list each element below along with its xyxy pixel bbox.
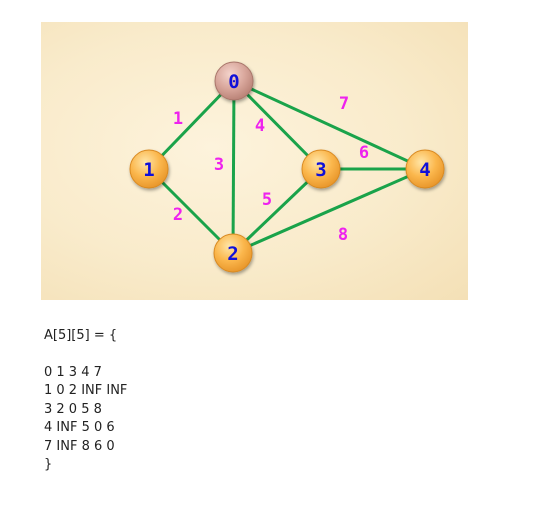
node-2: 2: [213, 233, 253, 273]
node-circle-4: [405, 149, 445, 189]
node-label-0: 0: [228, 71, 239, 93]
node-0: 0: [214, 61, 254, 101]
edge-weight-0-2: 3: [214, 155, 224, 175]
edge-weight-2-4: 8: [338, 225, 348, 245]
matrix-spacer: [44, 346, 127, 364]
edge-0-4: [233, 79, 426, 171]
edge-2-4: [232, 167, 426, 255]
edge-weight-0-1: 1: [173, 109, 183, 129]
node-3: 3: [301, 149, 341, 189]
node-label-2: 2: [227, 243, 238, 265]
matrix-footer: }: [44, 457, 53, 472]
edge-weight-0-3: 4: [255, 116, 265, 136]
edge-weight-0-4: 7: [339, 94, 349, 114]
edge-0-1: [147, 79, 236, 171]
node-circle-2: [213, 233, 253, 273]
edge-0-3: [232, 79, 323, 171]
node-label-4: 4: [419, 159, 430, 181]
edge-1-2: [147, 167, 235, 255]
edge-weight-3-4: 6: [359, 143, 369, 163]
node-label-1: 1: [143, 159, 154, 181]
node-circle-0: [214, 61, 254, 101]
edges-layer: [147, 79, 426, 255]
adjacency-matrix: A[5][5] = { 0 1 3 4 7 1 0 2 INF INF 3 2 …: [44, 327, 127, 475]
edge-2-3: [231, 167, 323, 255]
matrix-row-0: 0 1 3 4 7: [44, 364, 102, 380]
edge-weight-1-2: 2: [173, 205, 183, 225]
matrix-row-3: 4 INF 5 0 6: [44, 420, 115, 435]
edge-0-2: [231, 80, 236, 254]
matrix-row-4: 7 INF 8 6 0: [44, 438, 115, 454]
matrix-row-2: 3 2 0 5 8: [44, 401, 102, 417]
matrix-header: A[5][5] = {: [44, 328, 118, 343]
node-4: 4: [405, 149, 445, 189]
nodes-layer: 0 1 2 3 4: [129, 61, 445, 273]
edge-weight-2-3: 5: [262, 190, 272, 210]
node-label-3: 3: [315, 159, 326, 181]
matrix-row-1: 1 0 2 INF INF: [44, 383, 128, 398]
node-1: 1: [129, 149, 169, 189]
node-circle-3: [301, 149, 341, 189]
edge-labels-layer: 1 3 4 7 2 5 6 8: [173, 94, 369, 245]
graph-panel: 1 3 4 7 2 5 6 8 0 1 2 3 4: [41, 22, 468, 300]
node-circle-1: [129, 149, 169, 189]
graph-diagram: 1 3 4 7 2 5 6 8 0 1 2 3 4: [129, 61, 445, 273]
